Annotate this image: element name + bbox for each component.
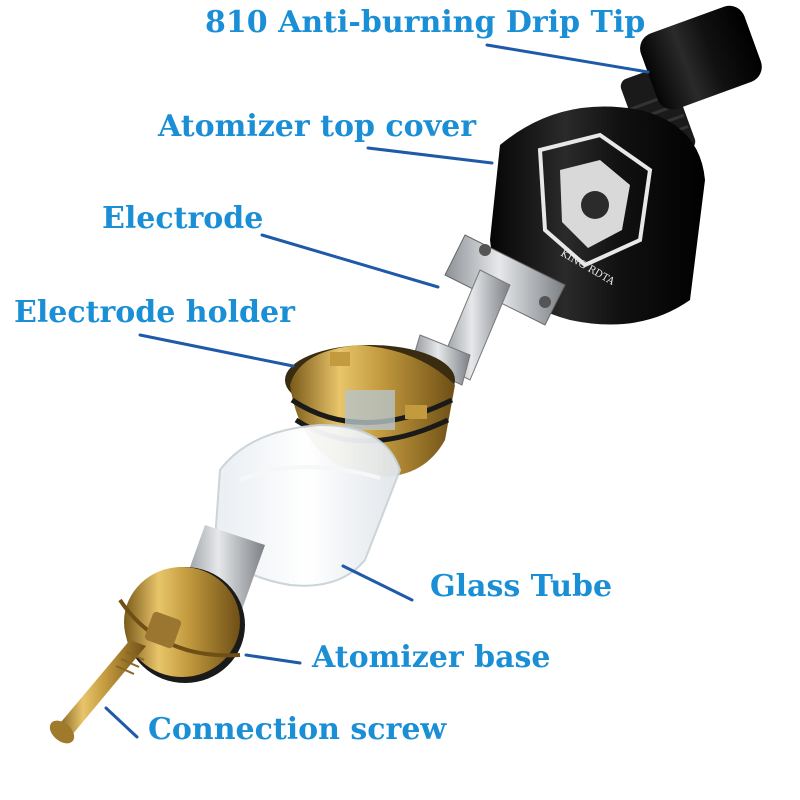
- electrode-part: [411, 234, 566, 386]
- label-electrode: Electrode: [102, 201, 264, 236]
- leader-electrode: [260, 233, 440, 289]
- leader-connection-screw: [104, 706, 139, 739]
- label-connection-screw: Connection screw: [148, 712, 447, 747]
- leader-glass-tube: [341, 564, 414, 602]
- atomizer-base-part: [118, 525, 265, 683]
- label-glass-tube: Glass Tube: [430, 569, 613, 604]
- leader-lines: [104, 43, 650, 739]
- leader-drip-tip: [485, 43, 650, 74]
- label-top-cover: Atomizer top cover: [158, 109, 477, 144]
- label-electrode-holder: Electrode holder: [14, 295, 295, 330]
- leader-top-cover: [366, 146, 494, 165]
- connection-screw-part: [49, 640, 146, 744]
- label-drip-tip: 810 Anti-burning Drip Tip: [205, 5, 646, 40]
- label-atomizer-base: Atomizer base: [312, 640, 551, 675]
- leader-electrode-holder: [138, 333, 295, 368]
- atomizer-top-cover-part: KING RDTA: [490, 106, 705, 325]
- leader-atomizer-base: [244, 653, 302, 665]
